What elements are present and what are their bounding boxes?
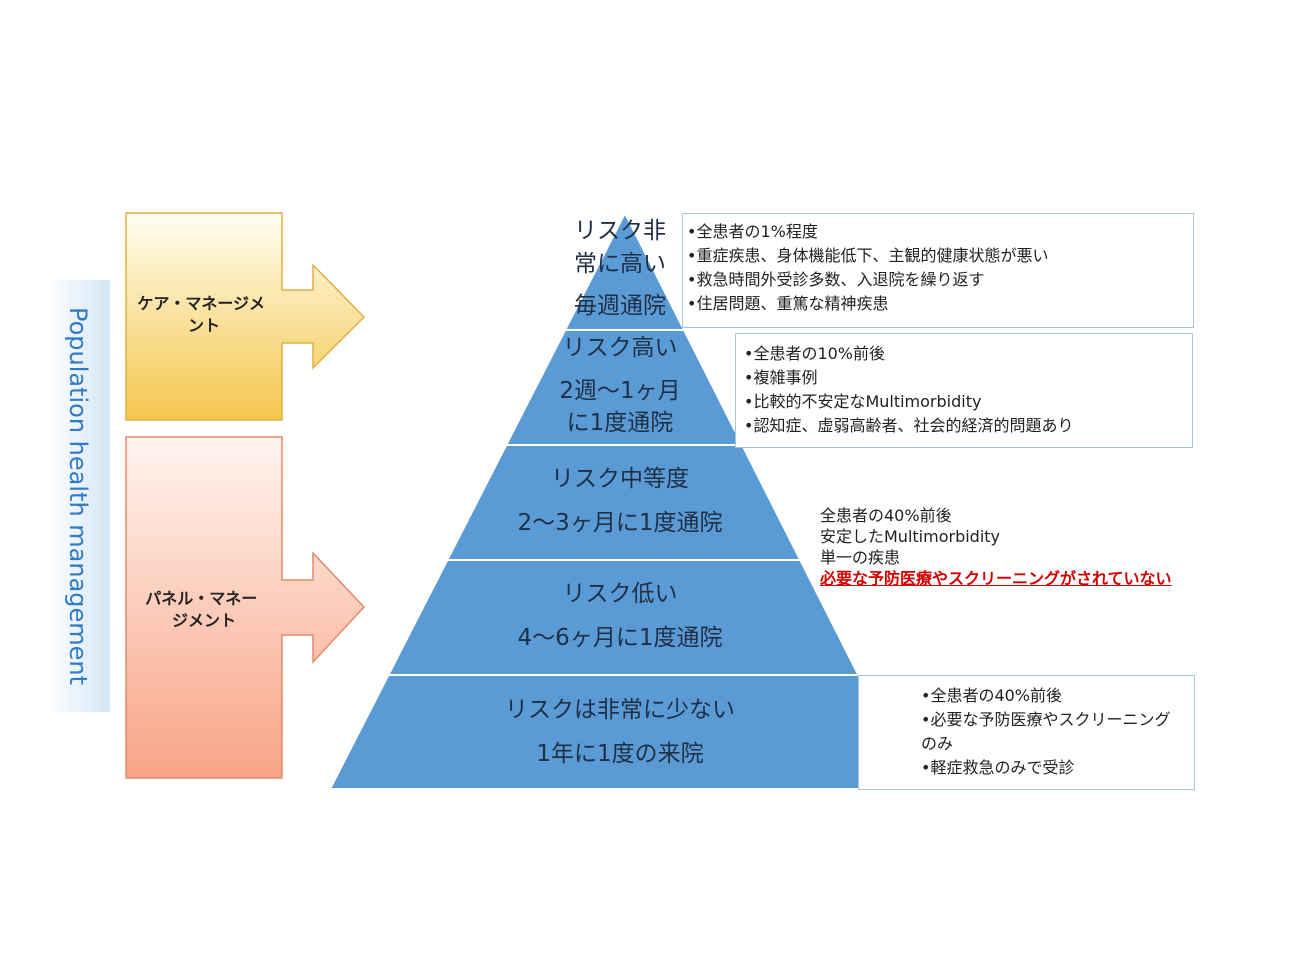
care-management-label-line-2: ント bbox=[188, 316, 220, 335]
description-moderate-low: 全患者の40%前後 安定したMultimorbidity 単一の疾患 必要な予防… bbox=[820, 505, 1198, 589]
desc-line: •認知症、虚弱高齢者、社会的経済的問題あり bbox=[744, 416, 1074, 435]
pyramid-tier-2-text: に1度通院 bbox=[567, 410, 674, 436]
pyramid-tier-4-text: 4〜6ヶ月に1度通院 bbox=[518, 625, 723, 651]
pyramid-tier-2-text: 2週〜1ヶ月 bbox=[559, 378, 680, 404]
desc-line: •救急時間外受診多数、入退院を繰り返す bbox=[687, 270, 985, 289]
pyramid-tier-5 bbox=[328, 674, 918, 790]
desc-line: •必要な予防医療やスクリーニング bbox=[921, 710, 1171, 729]
desc-line: •全患者の40%前後 bbox=[921, 686, 1063, 705]
pyramid-tier-3-text: 2〜3ヶ月に1度通院 bbox=[518, 510, 723, 536]
population-health-bar bbox=[46, 280, 110, 712]
desc-line: •住居問題、重篤な精神疾患 bbox=[687, 294, 889, 313]
desc-line: のみ bbox=[921, 734, 954, 753]
pyramid-tier-4-text: リスク低い bbox=[563, 581, 678, 607]
care-management-label-line-1: ケア・マネージメ bbox=[137, 294, 265, 313]
desc-line: •軽症救急のみで受診 bbox=[921, 758, 1075, 777]
desc-line: 単一の疾患 bbox=[820, 548, 901, 567]
desc-line: •複雑事例 bbox=[744, 368, 818, 387]
desc-line: •比較的不安定なMultimorbidity bbox=[744, 392, 982, 411]
description-box-very-high: •全患者の1%程度 •重症疾患、身体機能低下、主観的健康状態が悪い •救急時間外… bbox=[682, 213, 1194, 328]
care-management-label: ケア・マネージメ ント bbox=[137, 294, 270, 335]
panel-management-label-line-1: パネル・マネー bbox=[145, 589, 257, 608]
desc-line: •全患者の1%程度 bbox=[687, 222, 818, 241]
panel-management-label: パネル・マネー ジメント bbox=[145, 589, 263, 630]
care-management-arrow bbox=[125, 212, 366, 421]
description-box-high: •全患者の10%前後 •複雑事例 •比較的不安定なMultimorbidity … bbox=[735, 333, 1193, 448]
desc-line: •重症疾患、身体機能低下、主観的健康状態が悪い bbox=[687, 246, 1049, 265]
pyramid-tier-1-text: 毎週通院 bbox=[574, 293, 666, 319]
pyramid-tier-3-text: リスク中等度 bbox=[551, 466, 689, 492]
desc-emphasis-line: 必要な予防医療やスクリーニングがされていない bbox=[820, 569, 1172, 588]
panel-management-label-line-2: ジメント bbox=[172, 611, 236, 630]
pyramid-tier-5-text: リスクは非常に少ない bbox=[505, 697, 735, 723]
desc-line: •全患者の10%前後 bbox=[744, 344, 886, 363]
pyramid-tier-2-text: リスク高い bbox=[563, 335, 678, 361]
pyramid-tier-3 bbox=[445, 444, 802, 561]
pyramid-tier-1-text: リスク非 bbox=[574, 218, 666, 244]
pyramid-tier-1-text: 常に高い bbox=[574, 251, 666, 277]
description-box-very-low: •全患者の40%前後 •必要な予防医療やスクリーニング のみ •軽症救急のみで受… bbox=[858, 675, 1195, 790]
desc-line: 安定したMultimorbidity bbox=[820, 527, 1001, 546]
desc-line: 全患者の40%前後 bbox=[820, 506, 952, 525]
pyramid-tier-4 bbox=[386, 559, 861, 676]
pyramid-tier-5-text: 1年に1度の来院 bbox=[536, 741, 703, 767]
panel-management-arrow bbox=[125, 436, 366, 779]
